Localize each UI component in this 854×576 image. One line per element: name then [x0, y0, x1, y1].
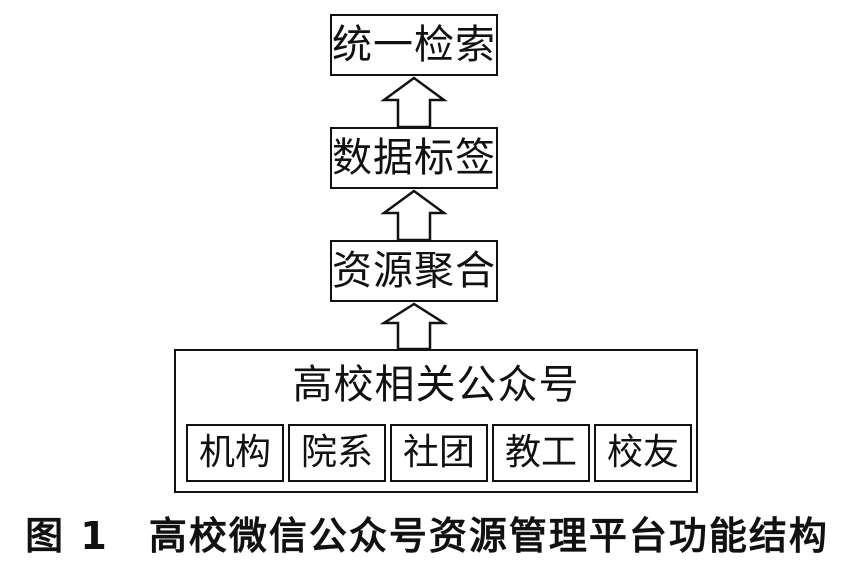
category-institution: 机构 — [186, 424, 284, 482]
category-club: 社团 — [390, 424, 488, 482]
node-data-tag: 数据标签 — [330, 127, 498, 189]
figure-caption: 图 1 高校微信公众号资源管理平台功能结构 — [0, 507, 854, 558]
category-department: 院系 — [288, 424, 386, 482]
node-official-accounts: 高校相关公众号 机构 院系 社团 教工 校友 — [174, 349, 698, 493]
node-unified-search: 统一检索 — [330, 14, 498, 76]
figure-title: 高校微信公众号资源管理平台功能结构 — [148, 513, 829, 558]
node-resource-aggregation: 资源聚合 — [330, 240, 498, 302]
category-alumni: 校友 — [594, 424, 692, 482]
arrow-up-to-aggregate — [379, 302, 449, 351]
official-accounts-categories: 机构 院系 社团 教工 校友 — [186, 424, 692, 482]
arrow-up-to-tag — [380, 189, 448, 242]
arrow-up-to-search — [380, 76, 448, 129]
official-accounts-title: 高校相关公众号 — [292, 362, 580, 408]
figure-label: 图 1 — [25, 513, 109, 558]
category-staff: 教工 — [492, 424, 590, 482]
